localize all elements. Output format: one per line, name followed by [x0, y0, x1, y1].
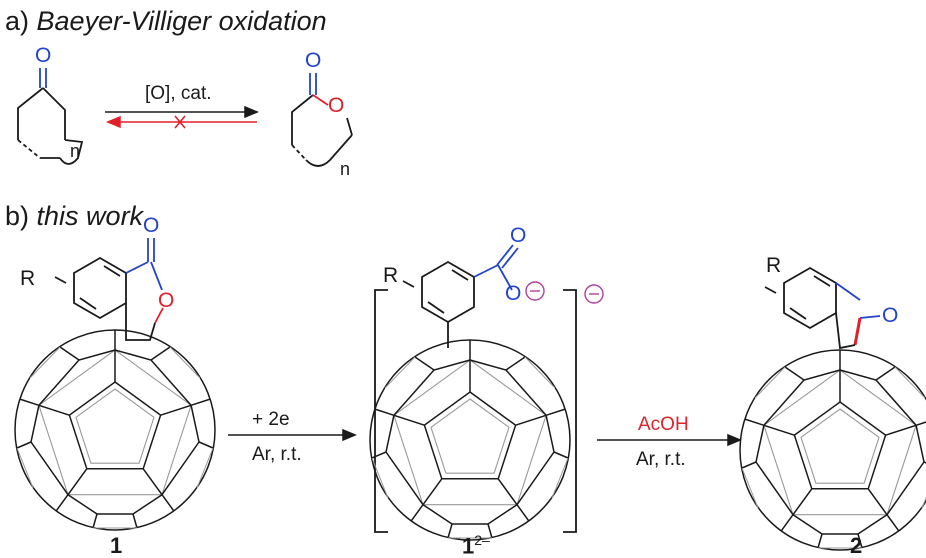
- negative-charge-icon: [525, 281, 545, 301]
- compound-1-carbonyl-oxygen: O: [143, 214, 160, 237]
- bracket-right: [563, 289, 577, 533]
- step2-conditions: Ar, r.t.: [636, 449, 686, 470]
- negative-charge-icon: [584, 284, 604, 304]
- compound-1-ring-oxygen: O: [158, 289, 175, 312]
- lactone-ring-oxygen-label: O: [328, 94, 345, 117]
- step1-arrow: [228, 428, 357, 442]
- compound-1d-charge-sup: 2–: [474, 532, 490, 548]
- fullerene-cage-icon: [739, 349, 926, 551]
- fullerene-cage-icon: [369, 339, 571, 541]
- compound-2-oxygen: O: [882, 304, 899, 327]
- compound-1d-label: 12–: [462, 533, 490, 557]
- cyclic-ketone-structure: [17, 68, 84, 165]
- compound-1d-bottom-oxygen: O: [505, 282, 522, 305]
- n-subscript-right: n: [340, 159, 351, 179]
- step2-arrow: [597, 433, 742, 447]
- section-a-header: a) Baeyer-Villiger oxidation: [5, 8, 327, 35]
- section-b-letter: b): [5, 201, 30, 231]
- section-a-letter: a): [5, 6, 30, 36]
- step1-reagent: + 2e: [252, 409, 290, 430]
- compound-2-label: 2: [850, 533, 863, 558]
- blocked-arrow-x-icon: [174, 115, 186, 129]
- reaction-a-reagent: [O], cat.: [145, 83, 212, 104]
- compound-2-R-label: R: [766, 254, 782, 277]
- section-b-title: this work: [36, 201, 144, 231]
- reverse-blocked-arrow: [106, 115, 257, 129]
- compound-1-dianion-structure: [402, 244, 519, 348]
- fullerene-cage-icon: [14, 329, 216, 531]
- compound-1d-number: 1: [462, 533, 475, 558]
- compound-2-structure: [764, 266, 881, 350]
- lactone-structure: [291, 73, 353, 167]
- n-subscript-left: n: [70, 141, 81, 161]
- section-a-title: Baeyer-Villiger oxidation: [36, 6, 327, 36]
- lactone-carbonyl-oxygen-label: O: [305, 49, 322, 72]
- compound-1-label: 1: [110, 533, 123, 558]
- compound-1d-top-oxygen: O: [510, 224, 527, 247]
- step1-conditions: Ar, r.t.: [252, 444, 302, 465]
- forward-arrow: [105, 105, 259, 119]
- compound-1-R-label: R: [20, 267, 36, 290]
- step2-reagent: AcOH: [638, 414, 689, 435]
- compound-1d-R-label: R: [383, 264, 399, 287]
- ketone-oxygen-label: O: [35, 44, 52, 67]
- section-b-header: b) this work: [5, 203, 143, 230]
- compound-1-structure: [54, 238, 164, 341]
